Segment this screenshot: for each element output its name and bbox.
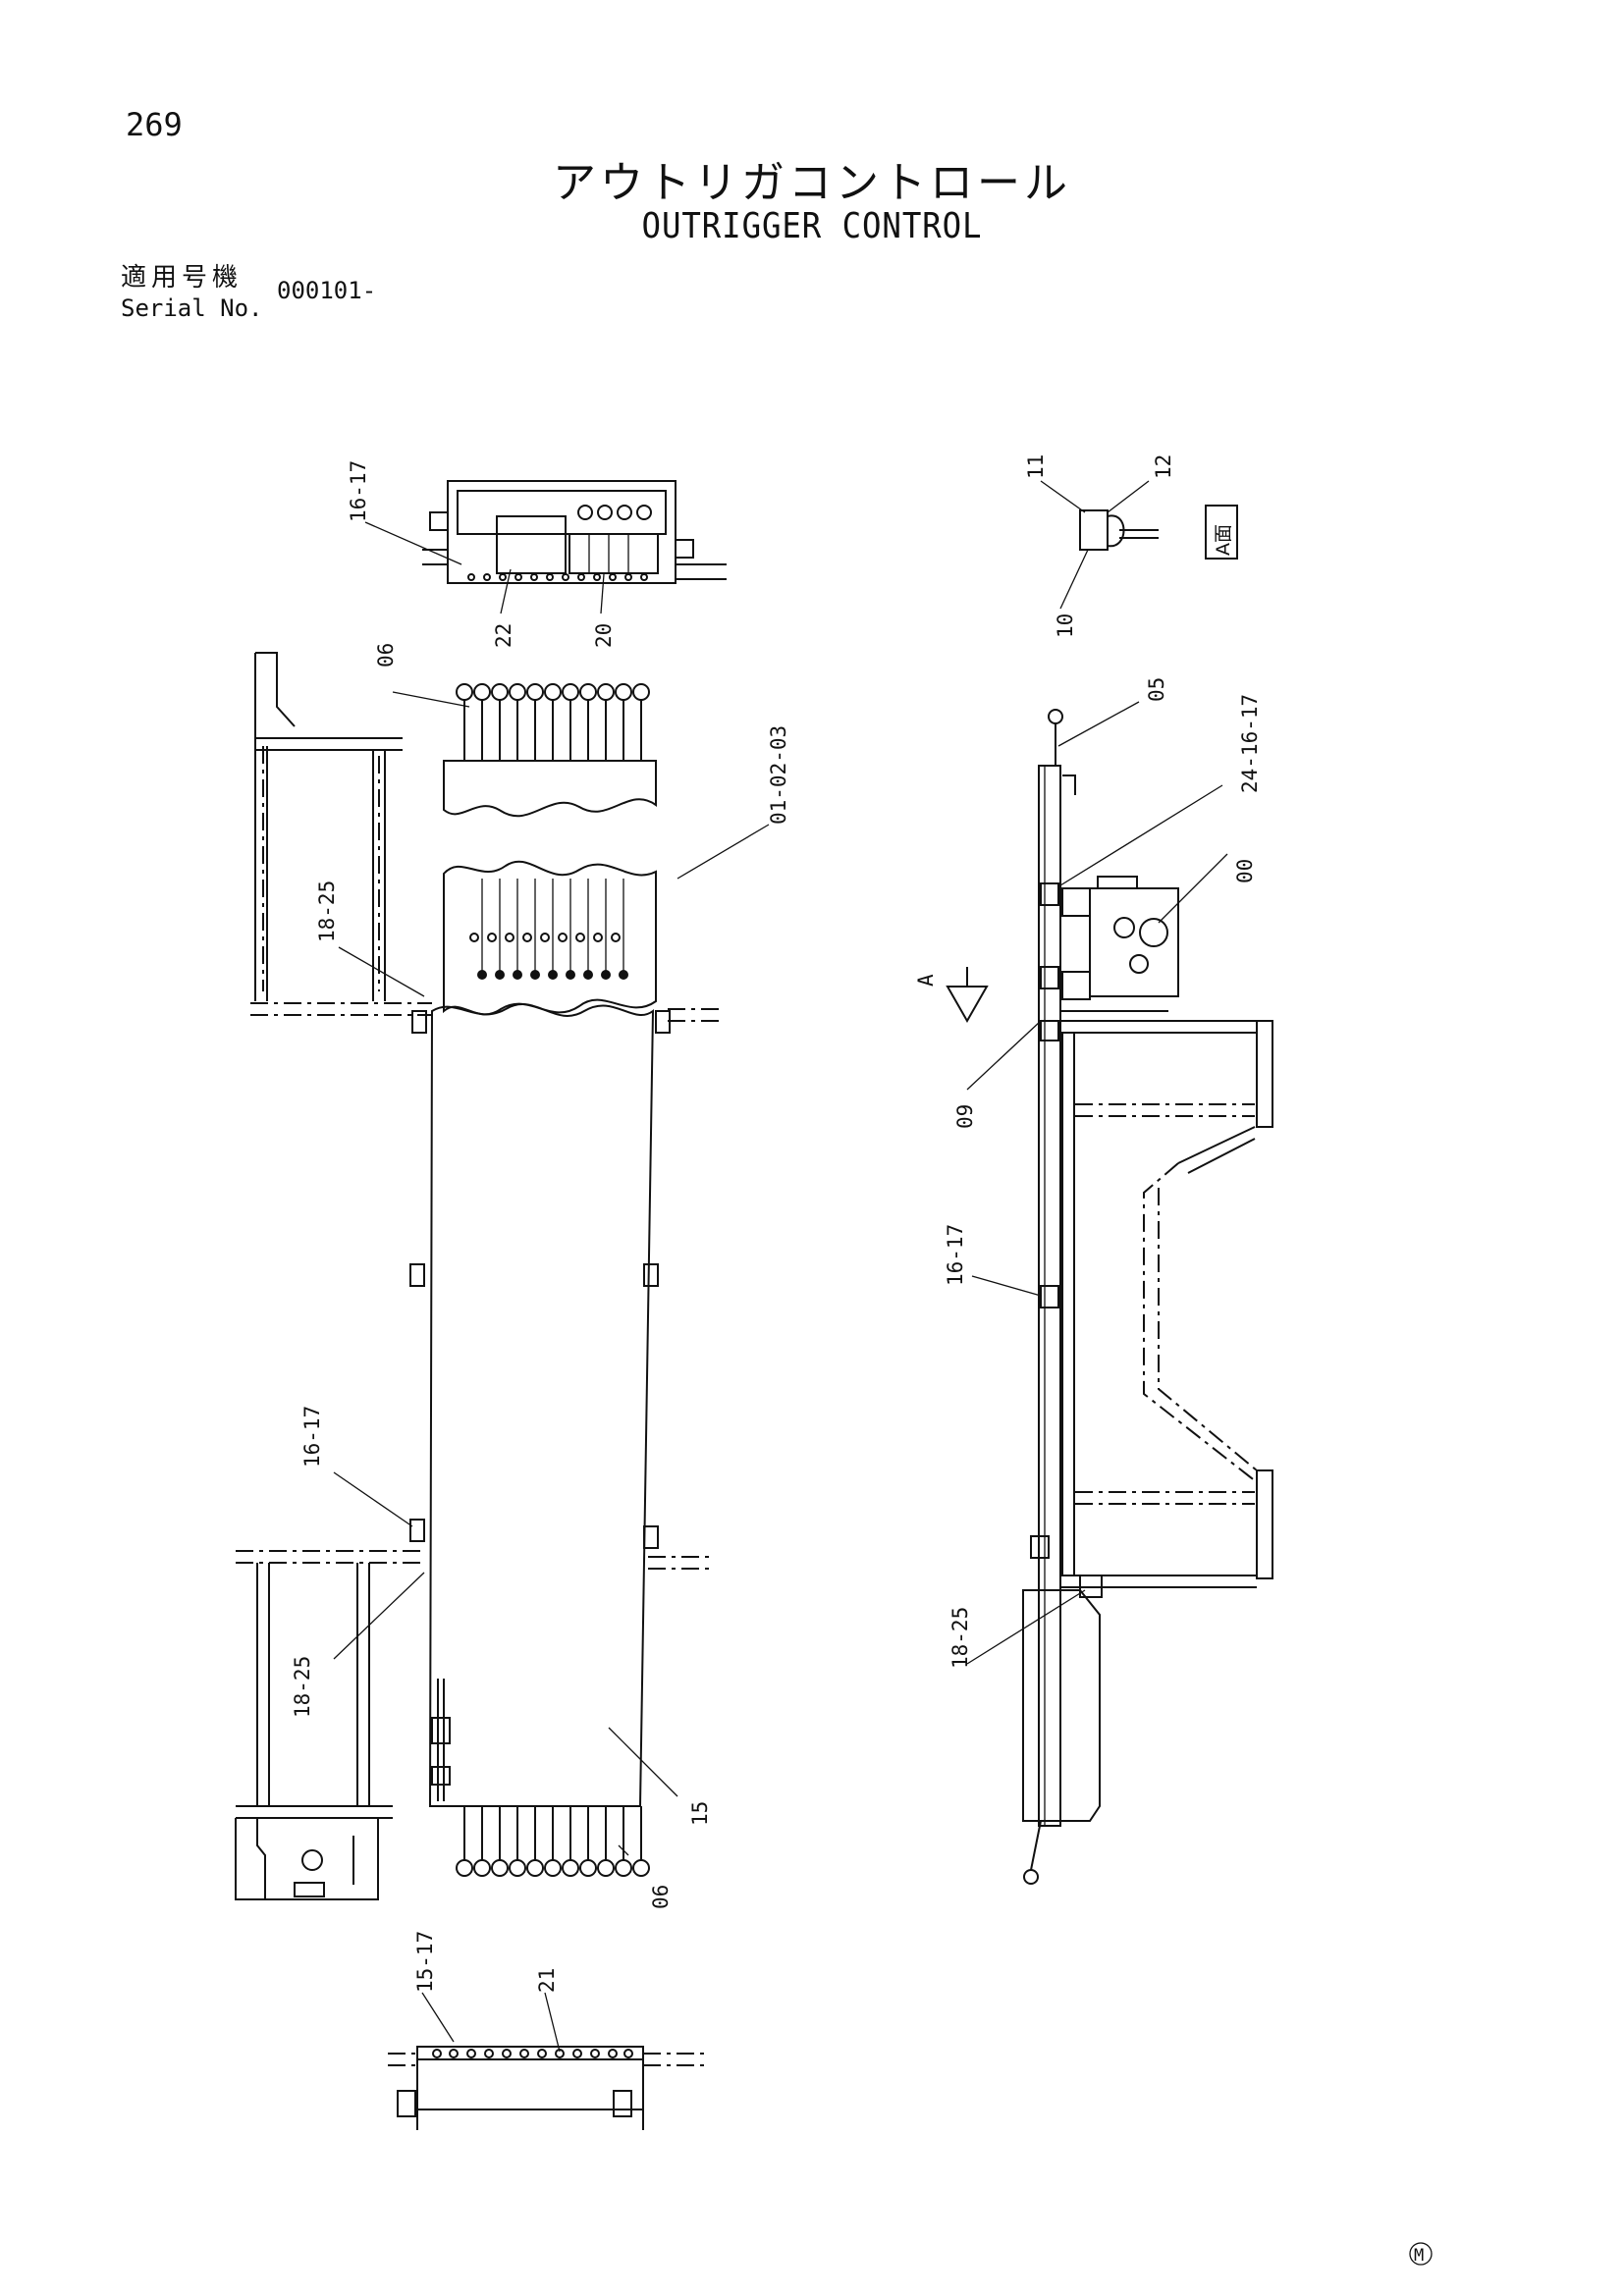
left-lever-assembly (235, 652, 722, 1900)
callout-16-17-right: 16-17 (944, 1224, 967, 1286)
callout-06-top: 06 (374, 643, 398, 667)
serial-label-english: Serial No. (121, 294, 263, 322)
callout-18-25-right: 18-25 (948, 1607, 972, 1669)
callout-12: 12 (1152, 454, 1175, 479)
callout-16-17-top: 16-17 (347, 460, 370, 522)
right-side-view (946, 509, 1273, 1885)
page-title-english: OUTRIGGER CONTROL (641, 206, 983, 246)
callout-00: 00 (1233, 859, 1257, 883)
leader-lines (333, 480, 1228, 2053)
callout-18-25-top: 18-25 (315, 881, 339, 942)
callout-15-17: 15-17 (413, 1931, 437, 1993)
serial-number-value: 000101- (277, 277, 377, 304)
callout-01-02-03: 01-02-03 (767, 725, 790, 825)
serial-label-japanese: 適用号機 (121, 263, 244, 293)
view-a-label: A面 (1213, 524, 1234, 556)
callout-18-25-mid: 18-25 (291, 1656, 314, 1718)
callout-16-17-mid: 16-17 (300, 1406, 324, 1468)
callout-06-bottom: 06 (649, 1885, 673, 1909)
callout-labels: 16-17 22 20 06 01-02-03 18-25 16-17 18-2… (291, 454, 1262, 1993)
callout-11: 11 (1024, 454, 1048, 479)
callout-15: 15 (688, 1801, 712, 1826)
callout-22: 22 (492, 623, 515, 648)
callout-09: 09 (953, 1104, 977, 1129)
callout-05: 05 (1145, 677, 1168, 702)
callout-21: 21 (535, 1968, 559, 1993)
top-valve-view (422, 480, 727, 584)
view-a-box: A面 (1205, 505, 1238, 560)
footer-circled-mark: M (1409, 2242, 1433, 2266)
bottom-section-view (388, 2046, 707, 2130)
page-title-japanese: アウトリガコントロール (553, 158, 1071, 208)
page-number: 269 (126, 106, 183, 143)
callout-10: 10 (1054, 614, 1077, 638)
callout-20: 20 (592, 623, 616, 648)
callout-24-16-17: 24-16-17 (1238, 694, 1262, 793)
footer-mark-letter: M (1414, 2246, 1424, 2266)
arrow-a-label: A (914, 974, 938, 987)
